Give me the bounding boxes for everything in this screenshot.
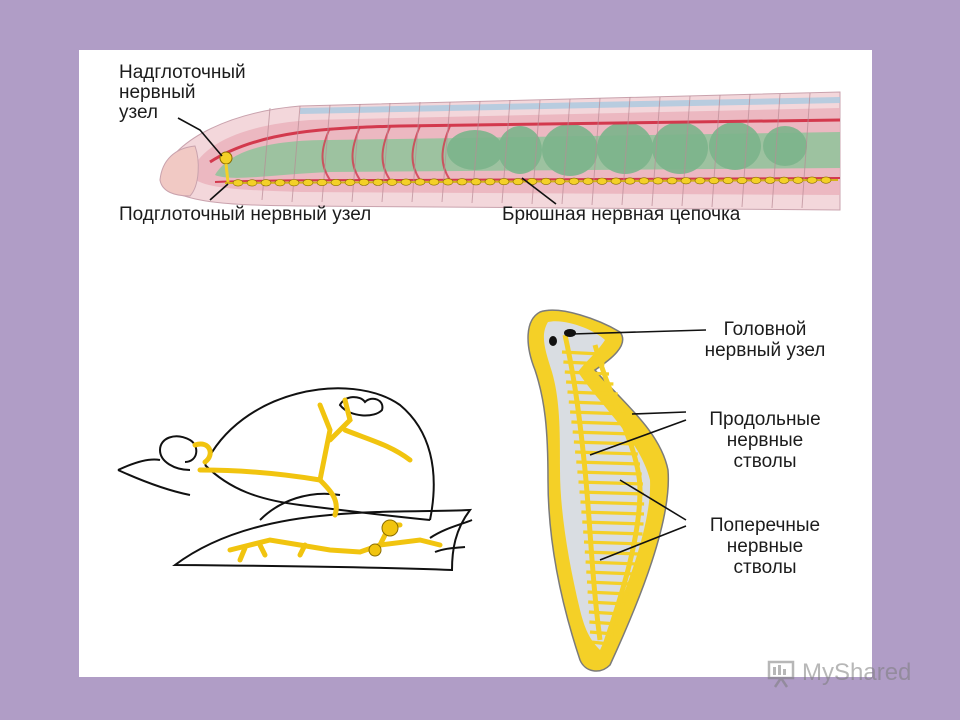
ganglion-node xyxy=(400,178,412,186)
ganglion-node xyxy=(288,179,300,187)
ganglion-node xyxy=(386,178,398,186)
ganglion-node xyxy=(680,177,692,185)
ganglion-node xyxy=(694,177,706,185)
label-head-ganglion-line1: Головной xyxy=(723,319,807,340)
transverse-nerve xyxy=(578,480,643,486)
label-longitudinal-line3: стволы xyxy=(733,451,797,472)
label-transverse-line1: Поперечные xyxy=(709,515,821,536)
label-head-ganglion-line2: нервный узел xyxy=(704,340,826,361)
ganglion-node xyxy=(652,177,664,185)
snail-illustration xyxy=(117,387,473,572)
ganglion-node xyxy=(316,179,328,187)
ganglion-node xyxy=(666,177,678,185)
ganglion-node xyxy=(274,179,286,187)
transverse-nerve xyxy=(581,510,645,516)
label-supraesophageal-line1: Надглоточный xyxy=(119,62,246,83)
ganglion-node xyxy=(358,178,370,186)
ganglion-node xyxy=(344,178,356,186)
label-subesophageal-ganglion: Подглоточный нервный узел xyxy=(119,204,372,225)
ganglion-node xyxy=(778,176,790,184)
ganglion-node xyxy=(568,177,580,185)
ganglion-node xyxy=(330,179,342,187)
ganglion-node xyxy=(540,177,552,185)
label-transverse-line3: стволы xyxy=(733,557,797,578)
transverse-nerve xyxy=(583,530,643,536)
ganglion-node xyxy=(610,177,622,185)
ganglion-node xyxy=(764,176,776,184)
label-longitudinal-line2: нервные xyxy=(726,430,804,451)
presentation-board-icon xyxy=(767,660,795,688)
ganglion-node xyxy=(722,177,734,185)
ganglion-node xyxy=(750,176,762,184)
worm-leader-lines xyxy=(177,117,557,205)
ganglion-node xyxy=(232,179,244,187)
snail-nerve-system xyxy=(192,397,443,563)
ganglion-node xyxy=(806,176,818,184)
ganglion-node xyxy=(442,178,454,186)
planarian-leader-lines xyxy=(571,329,707,561)
ganglion-node xyxy=(246,179,258,187)
ganglion-node xyxy=(582,177,594,185)
ganglion-node xyxy=(484,178,496,186)
label-supraesophageal-line2: нервный xyxy=(119,82,196,103)
label-longitudinal-line1: Продольные xyxy=(709,409,821,430)
ganglion-node xyxy=(512,178,524,186)
label-ventral-nerve-cord: Брюшная нервная цепочка xyxy=(502,204,741,225)
ganglion-node xyxy=(302,179,314,187)
ganglion-node xyxy=(260,179,272,187)
label-transverse-line2: нервные xyxy=(726,536,804,557)
ganglion-node xyxy=(708,177,720,185)
earthworm-illustration xyxy=(159,91,841,211)
snail-ganglion xyxy=(368,543,382,557)
ganglion-node xyxy=(428,178,440,186)
ganglion-node xyxy=(456,178,468,186)
transverse-nerve xyxy=(580,500,645,506)
ganglion-node xyxy=(372,178,384,186)
ganglion-node xyxy=(470,178,482,186)
ganglion-node xyxy=(414,178,426,186)
snail-ganglion xyxy=(381,519,399,537)
ganglion-node xyxy=(820,176,832,184)
ganglion-node xyxy=(554,177,566,185)
ganglion-node xyxy=(624,177,636,185)
watermark-text: MyShared xyxy=(802,659,912,686)
ganglion-node xyxy=(638,177,650,185)
transverse-nerve xyxy=(577,470,642,476)
ganglion-node xyxy=(792,176,804,184)
label-supraesophageal-line3: узел xyxy=(119,102,159,123)
transverse-nerve xyxy=(576,460,641,466)
transverse-nerve xyxy=(582,520,644,526)
ganglion-node xyxy=(596,177,608,185)
ganglion-node xyxy=(498,178,510,186)
planarian-illustration xyxy=(527,309,670,672)
ganglion-node xyxy=(736,177,748,185)
watermark: MyShared xyxy=(766,656,911,690)
transverse-nerve xyxy=(579,490,644,496)
